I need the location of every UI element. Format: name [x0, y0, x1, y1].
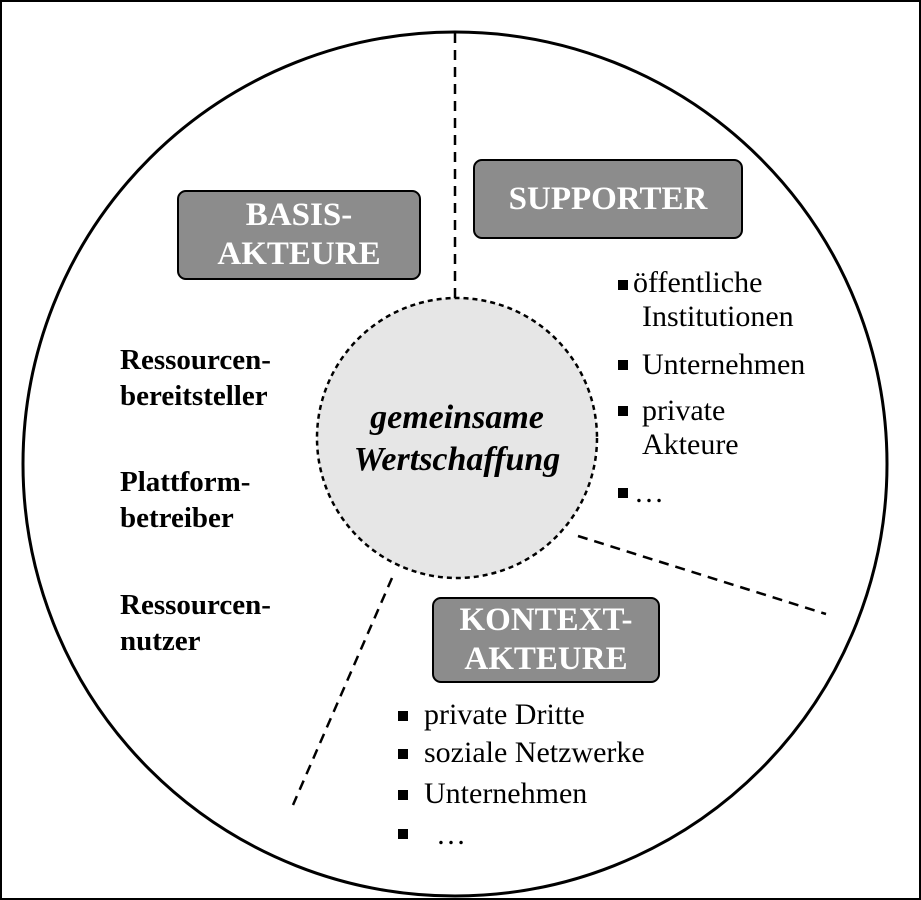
supporter-item-3: private Akteure [642, 394, 739, 462]
supporter-item-3-line2: Akteure [642, 428, 739, 461]
center-circle [315, 296, 599, 580]
bullet-icon [618, 488, 628, 498]
supporter-item-2: Unternehmen [642, 348, 805, 382]
basis-role-ressourcen-bereitsteller: Ressourcen- bereitsteller [120, 342, 271, 414]
supporter-item-4-line1: … [634, 476, 664, 509]
basis-role-3-line2: nutzer [120, 625, 201, 657]
basis-role-1-line2: bereitsteller [120, 380, 268, 412]
kontext-item-4: … [436, 818, 466, 851]
basis-role-1-line1: Ressourcen- [120, 344, 271, 376]
supporter-item-1-line2: Institutionen [642, 300, 794, 333]
supporter-box: SUPPORTER [473, 159, 743, 239]
center-label-line2: Wertschaffung [353, 441, 561, 478]
basis-box-line2: AKTEURE [217, 236, 381, 272]
supporter-item-3-line1: private [642, 394, 726, 427]
supporter-item-2-line1: Unternehmen [642, 348, 806, 381]
divider-bottom-left [291, 577, 394, 806]
kontext-item-3: Unternehmen [424, 777, 588, 810]
center-label: gemeinsame Wertschaffung [317, 397, 597, 481]
outer-circle [21, 30, 889, 898]
supporter-item-4: … [634, 476, 664, 510]
divider-right [577, 534, 827, 616]
basis-role-2-line2: betreiber [120, 502, 234, 534]
supporter-item-1-line1: öffentliche [633, 266, 763, 299]
basis-role-3-line1: Ressourcen- [120, 589, 271, 621]
basis-role-ressourcen-nutzer: Ressourcen- nutzer [120, 587, 271, 659]
kontext-item-2: soziale Netzwerke [424, 736, 645, 769]
kontext-akteure-box: KONTEXT- AKTEURE [432, 597, 660, 683]
bullet-icon [398, 829, 408, 839]
kontext-item-1: private Dritte [424, 698, 585, 731]
bullet-icon [398, 790, 408, 800]
basis-box-line1: BASIS- [245, 197, 353, 233]
supporter-box-label: SUPPORTER [508, 180, 708, 217]
basis-role-plattformbetreiber: Plattform- betreiber [120, 464, 250, 536]
bullet-icon [398, 711, 408, 721]
bullet-icon [398, 749, 408, 759]
bullet-icon [618, 360, 628, 370]
bullet-icon [618, 280, 628, 290]
kontext-box-line2: AKTEURE [464, 641, 628, 677]
bullet-icon [618, 406, 628, 416]
kontext-box-line1: KONTEXT- [459, 602, 633, 638]
center-label-line1: gemeinsame [370, 399, 544, 436]
supporter-item-1: öffentliche Institutionen [633, 266, 794, 334]
basis-akteure-box: BASIS- AKTEURE [177, 190, 421, 280]
basis-role-2-line1: Plattform- [120, 466, 251, 498]
